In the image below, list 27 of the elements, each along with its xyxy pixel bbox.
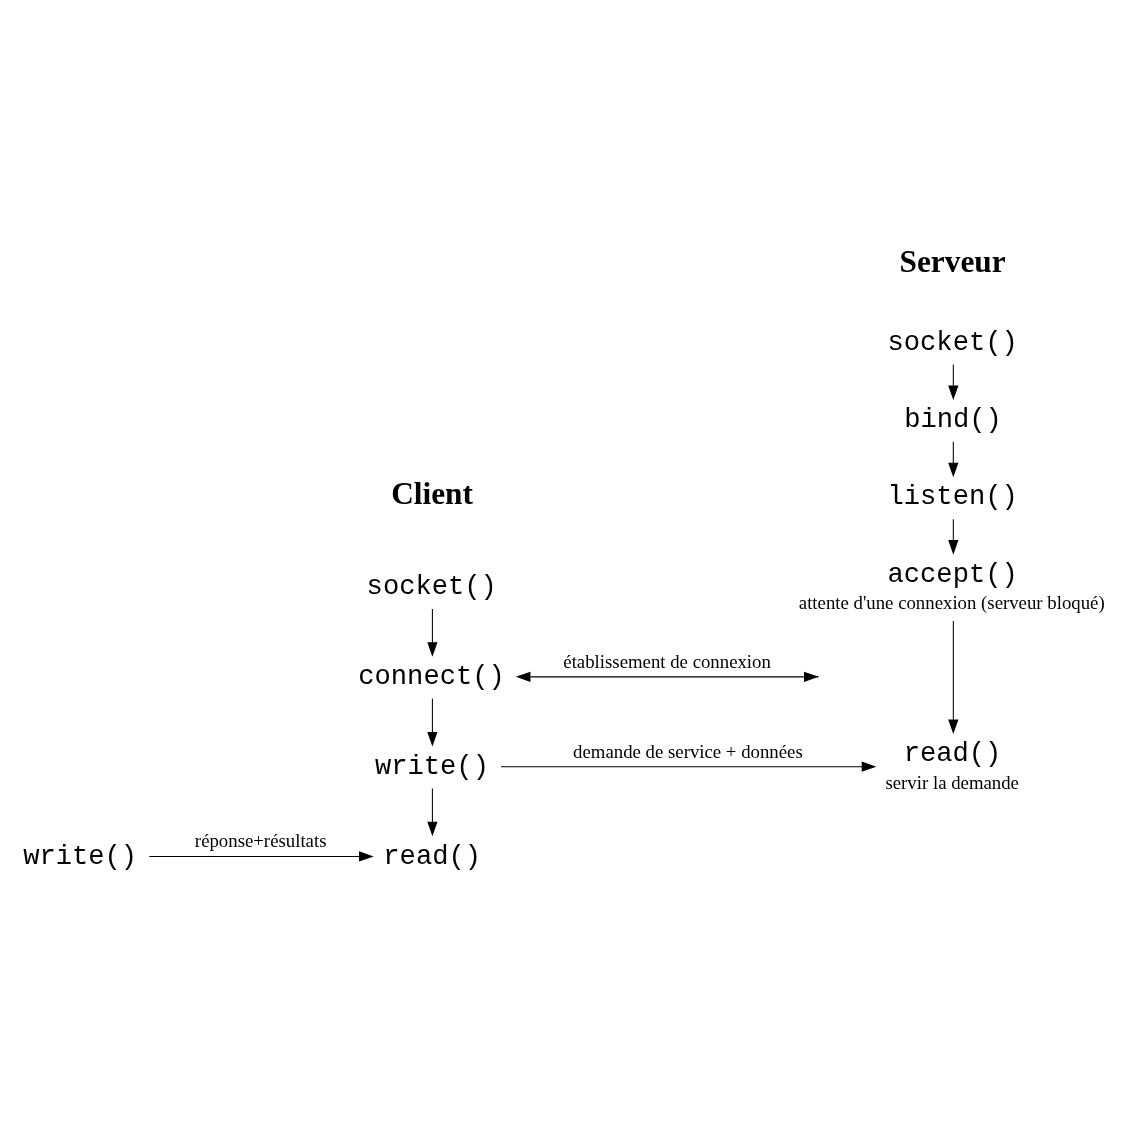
node-text: read() (903, 738, 1002, 770)
arrow (148, 851, 374, 862)
node-text: socket() (366, 571, 497, 603)
label: Client (391, 476, 473, 512)
node-text: write() (23, 840, 138, 872)
node-text: write() (374, 750, 489, 782)
arrow (427, 608, 438, 657)
arrow (500, 761, 877, 772)
arrow (427, 698, 438, 747)
arrow (948, 441, 959, 478)
edge-label: demande de service + données (573, 740, 803, 762)
node-text: socket() (887, 326, 1018, 358)
node-text: accept() (887, 558, 1018, 590)
arrow (948, 518, 959, 555)
node-text: bind() (904, 404, 1002, 436)
arrow (427, 787, 438, 837)
arrow (948, 363, 959, 401)
arrow (948, 620, 959, 735)
arrow (515, 671, 819, 682)
node-text: connect() (358, 660, 505, 692)
edge-label: établissement de connexion (563, 650, 771, 672)
label: Serveur (899, 244, 1006, 280)
node-label: servir la demande (885, 771, 1019, 793)
node-text: read() (383, 840, 482, 872)
node-text: listen() (887, 481, 1018, 513)
node-label: attente d'une connexion (serveur bloqué) (798, 592, 1105, 614)
edge-label: réponse+résultats (194, 830, 327, 852)
